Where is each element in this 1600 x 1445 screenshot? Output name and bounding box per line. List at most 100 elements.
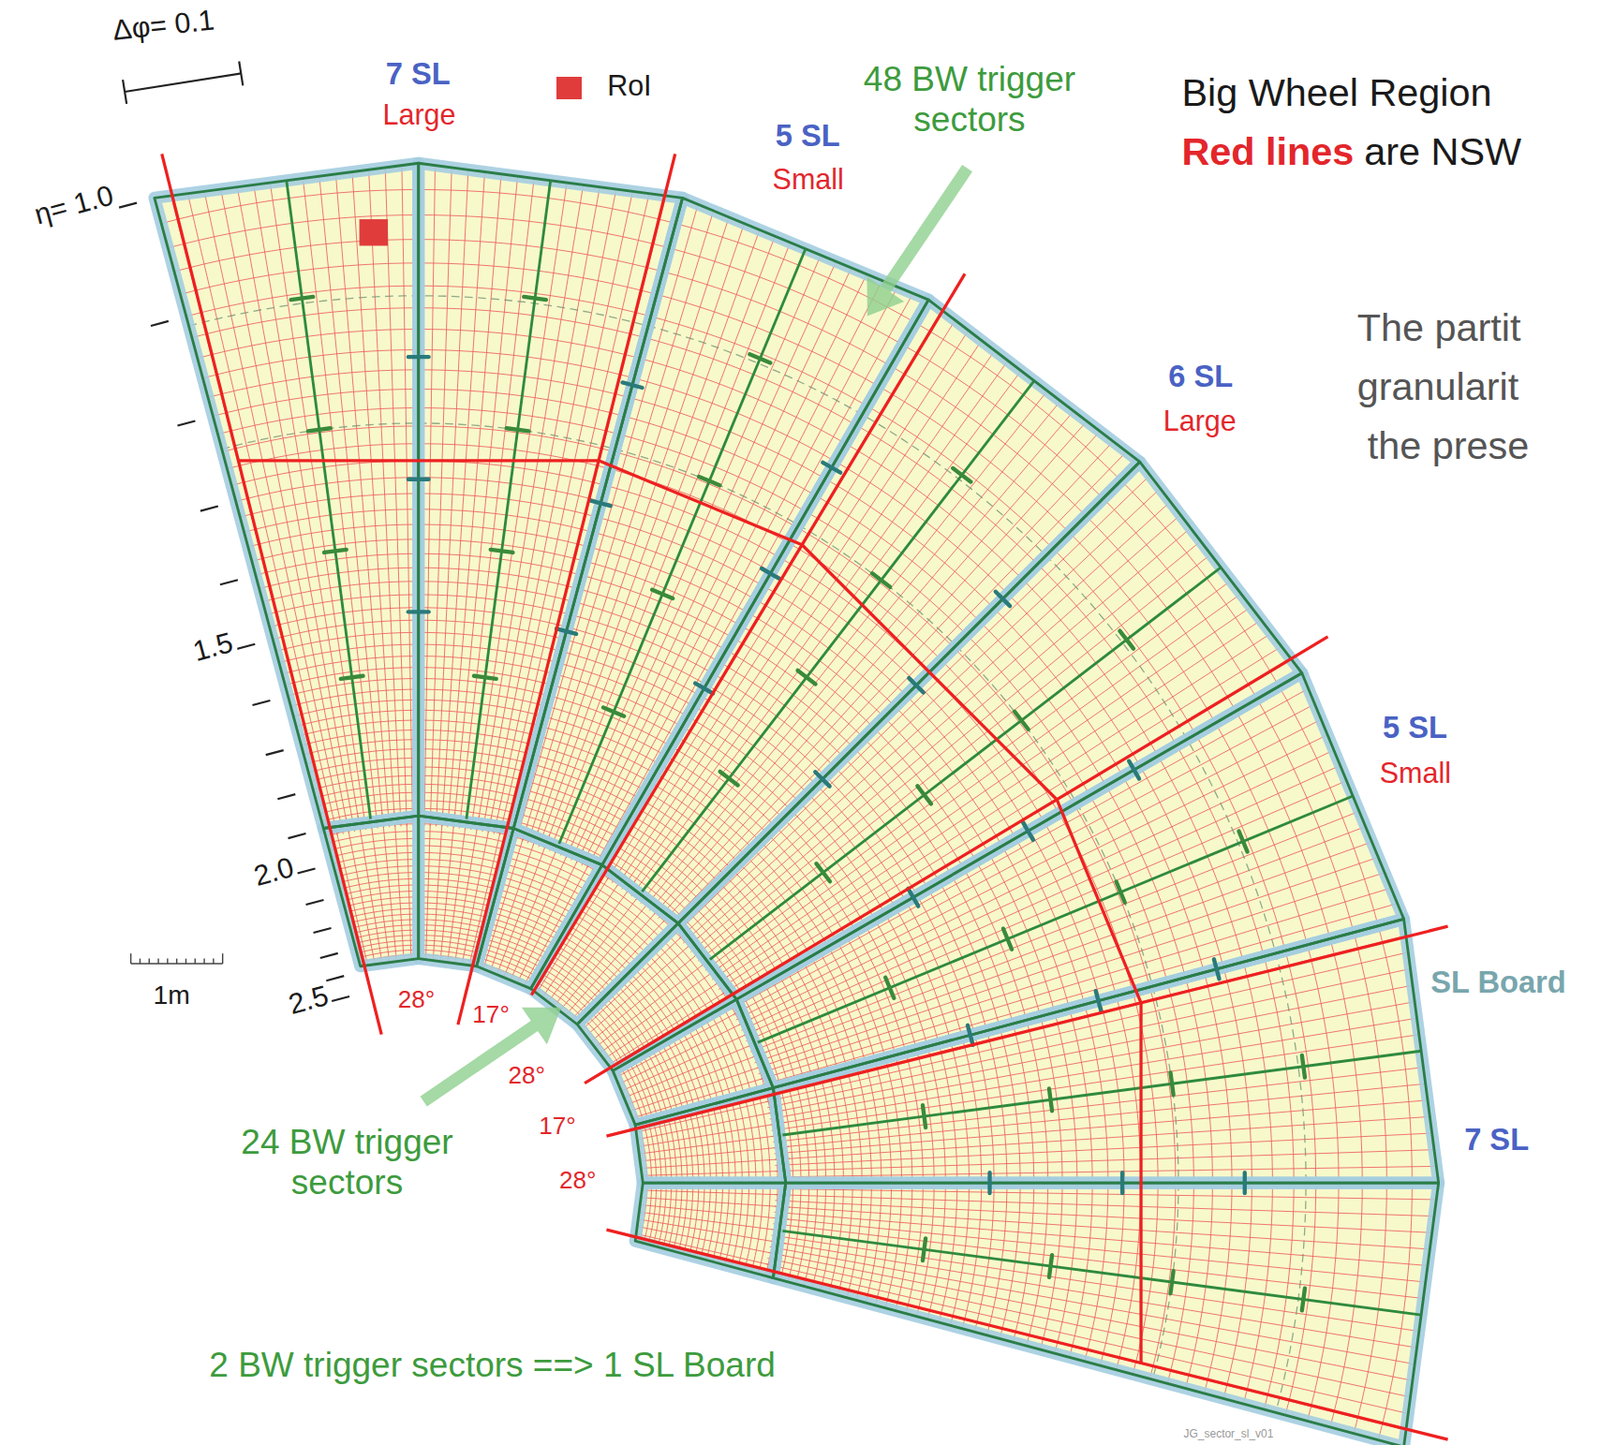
board-outline <box>736 673 1404 1089</box>
sl-board-band <box>513 197 929 865</box>
angle-label: 28° <box>507 1061 546 1090</box>
line-tick <box>815 863 830 882</box>
eta-tick <box>118 203 137 208</box>
scale-line <box>222 953 223 964</box>
trigger-sector-lines <box>286 180 1422 1316</box>
sector-fill <box>154 162 1439 1445</box>
sl-board-bands <box>154 162 1439 1445</box>
grid-line <box>626 345 1020 893</box>
nsw-sector-line <box>606 1229 1448 1440</box>
line-tick <box>603 708 624 717</box>
eta-label: 2.5 <box>284 978 332 1022</box>
part-name: SL Board <box>1430 964 1567 1001</box>
line-tick <box>952 468 971 483</box>
sector-size: Large <box>382 98 456 132</box>
sl-board-band <box>602 299 1141 924</box>
pointer-arrows <box>420 164 973 1107</box>
line-tick <box>340 676 364 680</box>
eta-tick <box>306 900 325 905</box>
trigger-sector-line <box>286 180 371 820</box>
trigger-sector-line <box>782 1051 1422 1136</box>
line-tick <box>651 590 673 599</box>
line-tick <box>556 628 577 635</box>
sector-size: Small <box>1379 756 1452 790</box>
sector-area <box>154 162 419 829</box>
bracket-line <box>124 73 241 92</box>
pointer-arrow <box>867 164 973 317</box>
eta-tick <box>251 700 270 706</box>
grid-line <box>164 263 1339 1445</box>
note-text: the prese <box>1367 424 1530 470</box>
trigger-sector-line <box>559 249 806 845</box>
line-tick <box>698 476 720 486</box>
line-tick <box>1116 882 1126 904</box>
grid-line <box>721 638 1293 995</box>
line-tick <box>695 683 713 695</box>
sl-board-band <box>154 162 419 829</box>
board-outline <box>418 815 514 967</box>
grid-line <box>679 478 1171 939</box>
line-tick <box>474 676 497 680</box>
trigger-sector-line <box>757 796 1353 1043</box>
nsw-sector-line <box>458 153 676 1025</box>
bracket-line <box>122 79 127 104</box>
line-tick <box>1170 1072 1173 1096</box>
eta-tick <box>313 928 332 934</box>
line-tick <box>591 501 611 507</box>
sl-board-band <box>772 1183 1438 1445</box>
line-tick <box>308 428 331 431</box>
note-text: The partit <box>1357 306 1522 352</box>
scale-line <box>157 959 159 964</box>
scale-line <box>176 959 178 964</box>
line-tick <box>987 1172 992 1194</box>
callout-note: 24 BW trigger sectors <box>219 1122 475 1202</box>
line-tick <box>1128 761 1140 780</box>
scale-line <box>185 959 187 964</box>
board-outline <box>418 162 683 829</box>
grid-line <box>697 542 1226 962</box>
grid-line <box>137 162 1439 1445</box>
nsw-sector-line <box>531 273 965 995</box>
eta-tick <box>177 420 195 426</box>
scale-line <box>166 959 168 964</box>
sl-board-band <box>418 162 683 829</box>
line-tick <box>1302 1288 1305 1312</box>
line-tick <box>1119 631 1134 650</box>
scale-line <box>130 953 132 964</box>
eta-tick <box>266 750 284 756</box>
nsw-sector-line <box>584 637 1328 1084</box>
grid-line <box>300 160 378 830</box>
grid-line <box>521 197 718 843</box>
eta-tick <box>288 833 307 839</box>
grid-line <box>759 884 1405 1081</box>
line-tick <box>324 549 347 553</box>
trigger-sector-line <box>466 180 551 820</box>
sl-board-band <box>736 673 1404 1089</box>
angle-label: Δφ= 0.1 <box>110 2 216 46</box>
note-text: Red lines <box>1181 130 1354 176</box>
line-tick <box>622 382 643 388</box>
nsw-sector-line <box>1056 800 1141 1004</box>
line-tick <box>922 1105 926 1128</box>
watermark: JG_sector_sl_v01 <box>1184 1428 1275 1442</box>
scale-line <box>139 959 141 964</box>
eta-tick <box>331 996 350 1002</box>
line-tick <box>907 888 919 907</box>
nsw-sector-line <box>237 459 599 462</box>
grid-line <box>711 596 1266 980</box>
grid-line <box>158 239 1363 1445</box>
grid-line <box>527 202 734 844</box>
line-tick <box>506 428 530 431</box>
line-tick <box>408 355 430 359</box>
line-tick <box>408 477 430 482</box>
line-tick <box>749 354 771 363</box>
delta-phi-bracket <box>122 60 243 104</box>
line-tick <box>872 573 890 588</box>
line-tick <box>1049 1255 1052 1278</box>
eta-label: 1.5 <box>190 625 238 668</box>
line-tick <box>885 977 894 999</box>
line-tick <box>291 296 314 300</box>
line-tick <box>917 785 932 804</box>
eta-tick <box>220 579 238 585</box>
readout-grid <box>137 152 1450 1445</box>
